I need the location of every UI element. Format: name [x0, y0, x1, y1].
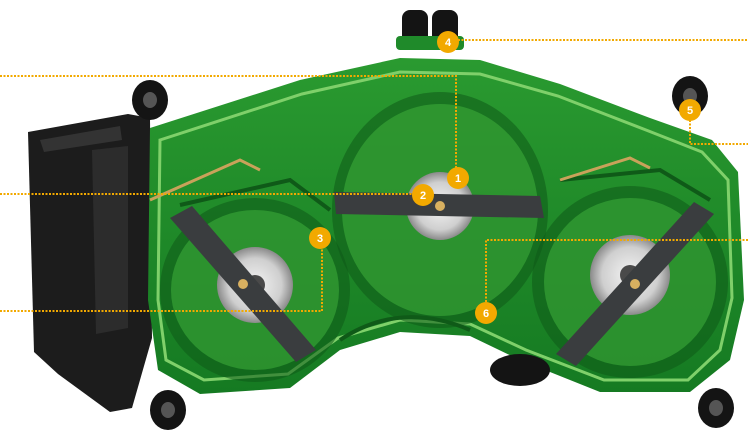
callout-1: 1	[447, 167, 469, 189]
chute-lip	[40, 126, 122, 152]
callout-1-label: 1	[455, 173, 461, 185]
chute-face	[92, 146, 128, 334]
leader-lines	[0, 39, 748, 312]
callout-4-label: 4	[445, 37, 452, 49]
left-blade-bolt	[238, 279, 248, 289]
callout-2-label: 2	[420, 190, 426, 202]
leader-line-5	[689, 120, 748, 145]
belt-guide-right	[559, 156, 651, 182]
callout-6: 6	[475, 302, 497, 324]
chute-body	[28, 114, 152, 412]
leader-line-3	[0, 248, 323, 312]
callout-2: 2	[412, 184, 434, 206]
left-baffle	[179, 177, 332, 212]
callout-5-label: 5	[687, 105, 693, 117]
leader-line-1	[0, 75, 457, 178]
callout-3-label: 3	[317, 233, 323, 245]
wheel-bottom-center	[490, 354, 550, 386]
callout-6-label: 6	[483, 308, 489, 320]
callouts: 1 2 3 4 5 6	[309, 31, 701, 324]
belt-guide-left	[149, 158, 261, 202]
wheel-bottom-left	[150, 390, 186, 430]
callout-5: 5	[679, 99, 701, 121]
blades	[170, 192, 714, 366]
wheel-top-left	[132, 80, 168, 120]
center-baffle	[338, 315, 471, 342]
center-blade-bolt	[435, 201, 445, 211]
right-blade-bolt	[630, 279, 640, 289]
right-baffle	[559, 167, 712, 202]
discharge-chute	[28, 114, 152, 412]
callout-3: 3	[309, 227, 331, 249]
callout-4: 4	[437, 31, 459, 53]
wheel-bottom-right	[698, 388, 734, 428]
